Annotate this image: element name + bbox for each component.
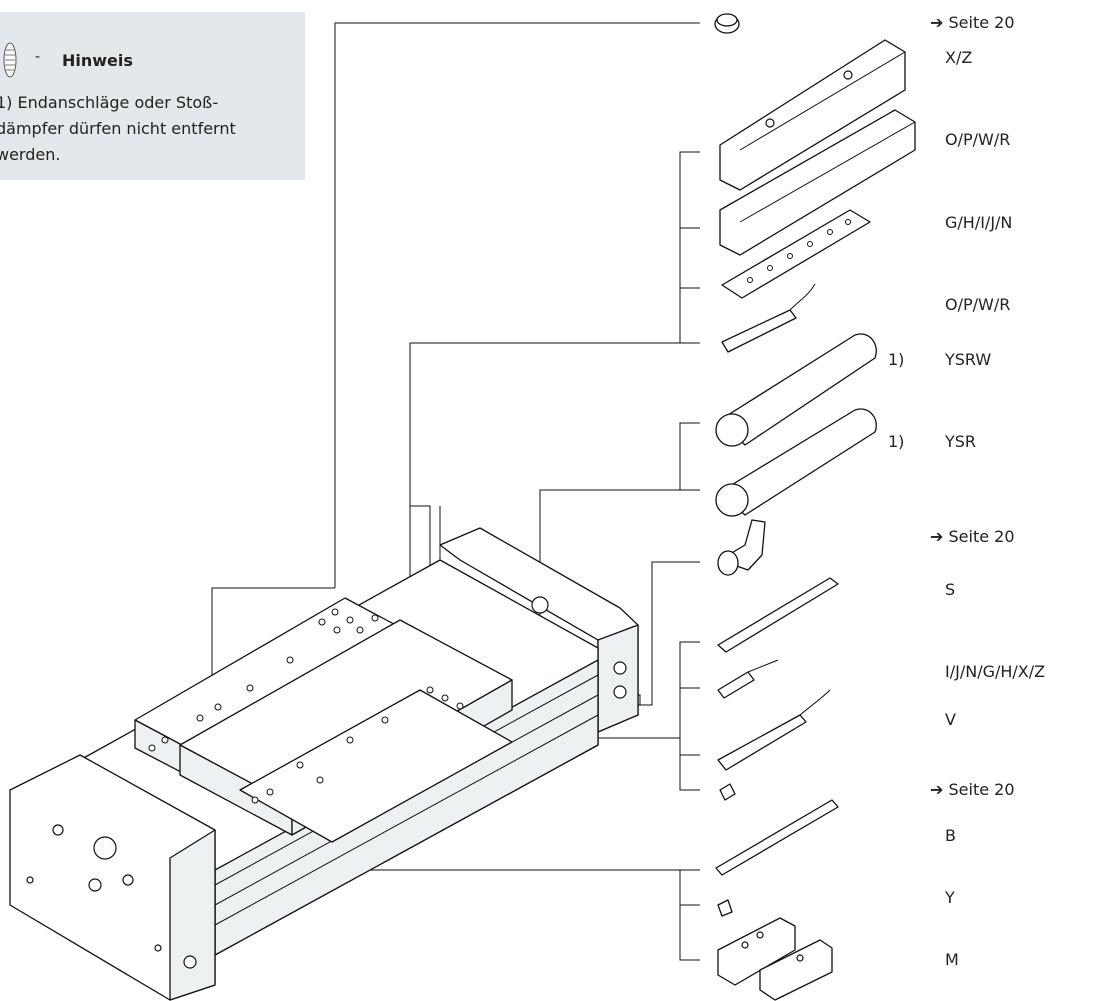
info-icon xyxy=(3,42,17,78)
label-v: V xyxy=(945,710,956,729)
slide-body xyxy=(9,527,639,1001)
label-ysr: YSR xyxy=(945,432,977,451)
label-b: B xyxy=(945,826,956,845)
label-oPwr-2: O/P/W/R xyxy=(945,295,1011,314)
label-ghijn: G/H/I/J/N xyxy=(945,213,1013,232)
label-oPwr-1: O/P/W/R xyxy=(945,130,1011,149)
label-xz: X/Z xyxy=(945,48,973,67)
label-m: M xyxy=(945,950,959,969)
label-ijnghxz: I/J/N/G/H/X/Z xyxy=(945,662,1046,681)
note-box: - Hinweis 1) Endanschläge oder Stoß- däm… xyxy=(0,12,305,180)
note-line: 1) Endanschläge oder Stoß- xyxy=(0,93,219,112)
footnote-marker: 1) xyxy=(888,432,905,451)
accessory-parts xyxy=(714,13,916,1001)
note-title: Hinweis xyxy=(62,51,133,70)
label-seite-3: ➔ Seite 20 xyxy=(930,780,1015,799)
note-line: dämpfer dürfen nicht entfernt xyxy=(0,119,236,138)
note-dash: - xyxy=(35,49,41,65)
label-seite-2: ➔ Seite 20 xyxy=(930,527,1015,546)
note-line: werden. xyxy=(0,145,61,164)
label-cap: ➔ Seite 20 xyxy=(930,13,1015,32)
footnote-marker: 1) xyxy=(888,350,905,369)
label-s: S xyxy=(945,580,956,599)
label-ysrw: YSRW xyxy=(945,350,992,369)
note-body: 1) Endanschläge oder Stoß- dämpfer dürfe… xyxy=(0,90,300,168)
label-y: Y xyxy=(945,888,955,907)
